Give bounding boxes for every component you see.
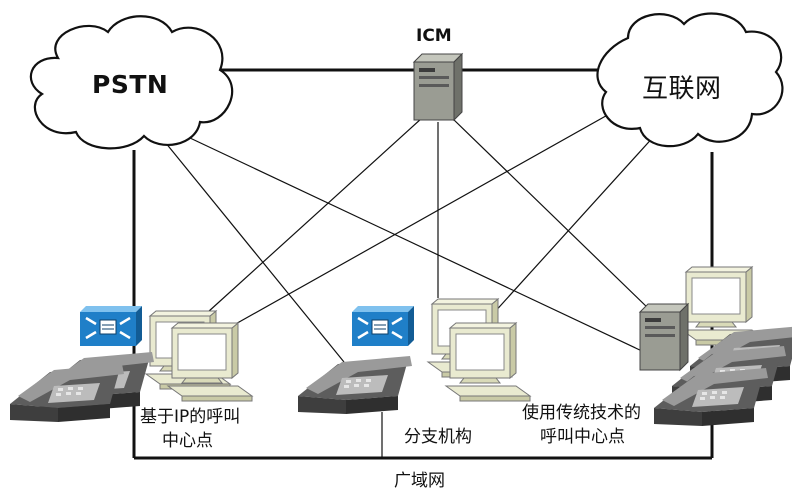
computer-icon <box>445 322 531 402</box>
ip-center-label-line2: 中心点 <box>162 431 213 451</box>
branch-label: 分支机构 <box>404 427 472 447</box>
traditional-center-label-line2: 呼叫中心点 <box>540 427 625 447</box>
traditional-center-label-line1: 使用传统技术的 <box>522 403 641 423</box>
link-pstn-branch-phone <box>164 141 345 363</box>
ip-router-icon <box>78 304 144 348</box>
ip-center-label-line1: 基于IP的呼叫 <box>140 407 241 427</box>
icm-label: ICM <box>416 26 452 46</box>
ip-router-icon <box>350 304 416 348</box>
link-pstn-trad-phones <box>189 137 679 369</box>
server-icon <box>413 53 463 121</box>
link-icm-ip-computer <box>207 117 423 313</box>
phone-icon <box>654 368 768 426</box>
link-internet-ip-computer <box>231 107 621 327</box>
phone-icon <box>298 356 412 414</box>
cloud-icon <box>29 15 234 150</box>
wan-label: 广域网 <box>394 471 445 491</box>
phone-icon <box>10 364 124 422</box>
link-icm-server <box>451 117 651 311</box>
computer-icon <box>167 322 253 402</box>
internet-label: 互联网 <box>642 74 722 104</box>
cloud-icon <box>596 12 784 148</box>
links <box>132 68 714 460</box>
pstn-label: PSTN <box>92 70 169 99</box>
link-internet-branch-computer <box>481 133 657 327</box>
server-icon <box>639 303 689 371</box>
